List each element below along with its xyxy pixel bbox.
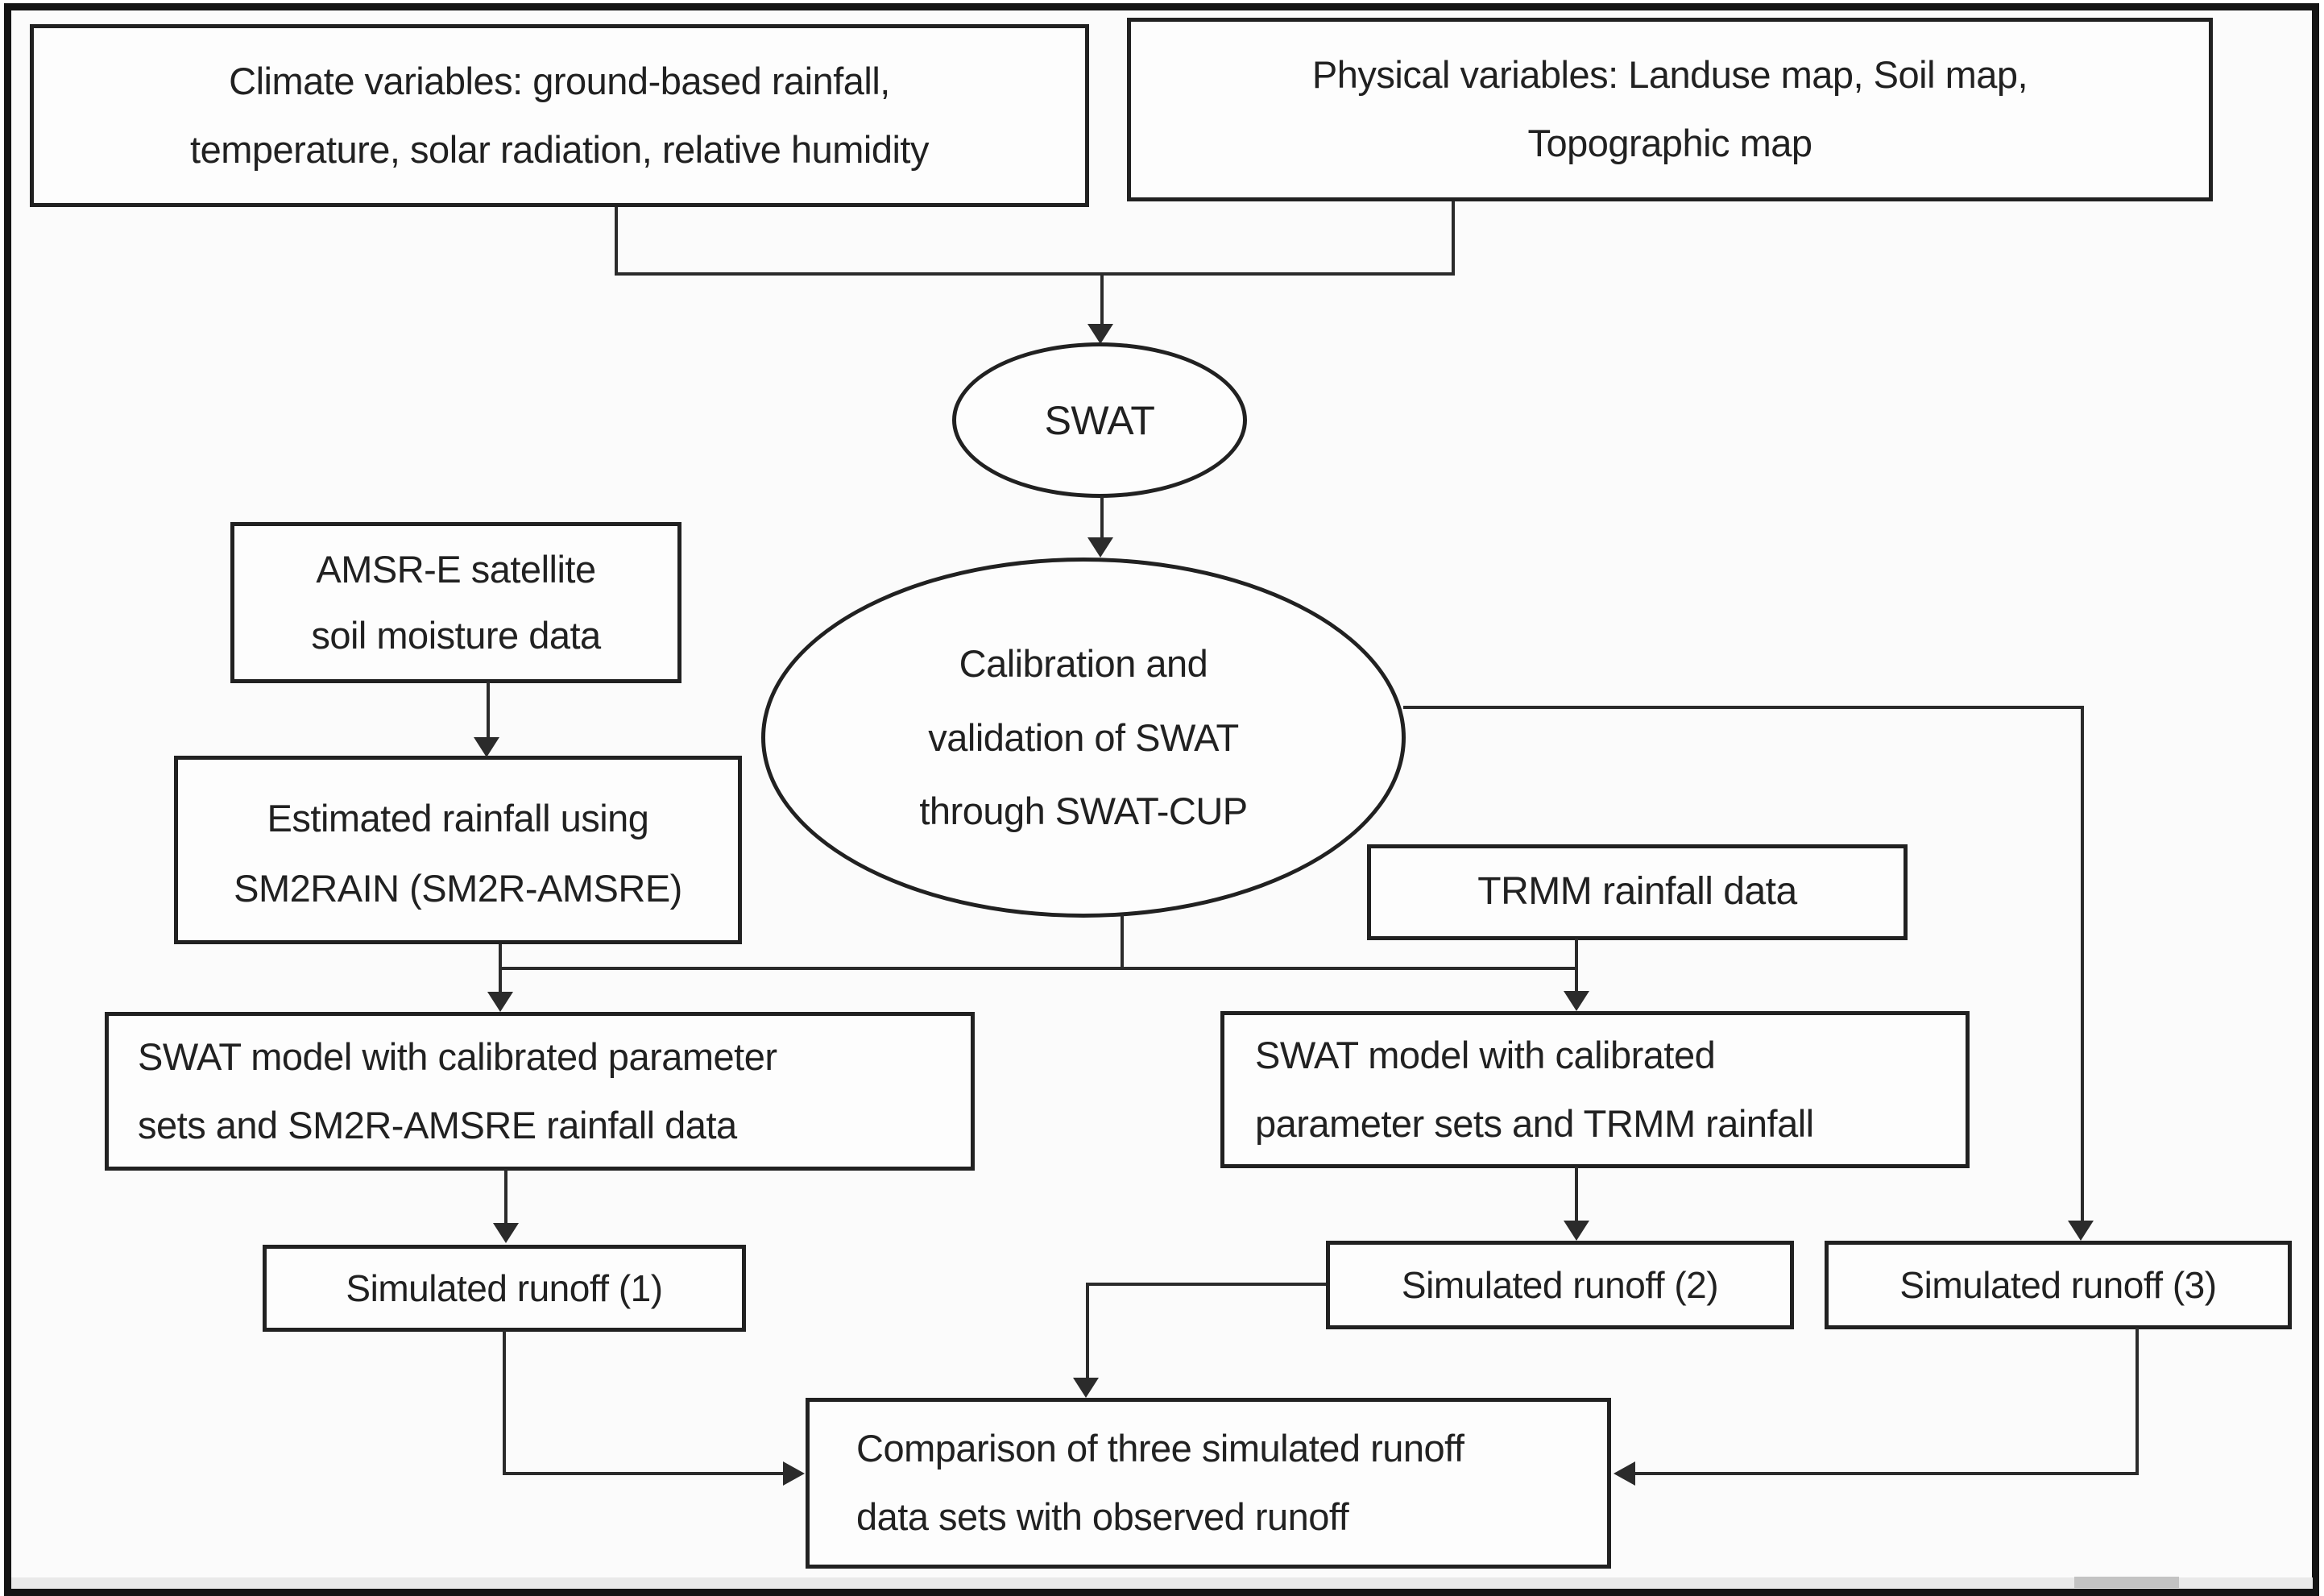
arrowhead-to-calibration (1087, 537, 1113, 558)
calibration-ellipse: Calibration and validation of SWAT throu… (761, 558, 1406, 918)
connector-feeder-line (499, 967, 1578, 970)
connector-calibration-right (1403, 706, 2084, 709)
arrowhead-to-estimated (474, 737, 499, 757)
connector-merge-to-swat (1100, 272, 1104, 326)
connector-climate-drop (615, 207, 618, 274)
connector-runoff1-across (503, 1472, 786, 1475)
climate-variables-box: Climate variables: ground-based rainfall… (30, 24, 1089, 207)
arrowhead-to-runoff2 (1564, 1221, 1589, 1241)
connector-runoff1-down (503, 1330, 506, 1475)
connector-runoff2-down (1086, 1283, 1089, 1381)
physical-variables-box: Physical variables: Landuse map, Soil ma… (1127, 18, 2213, 201)
swat-model-trmm-box: SWAT model with calibrated parameter set… (1220, 1011, 1970, 1168)
amsr-satellite-box: AMSR-E satellite soil moisture data (230, 522, 681, 683)
connector-to-runoff1 (504, 1169, 507, 1225)
estimated-rainfall-box: Estimated rainfall using SM2RAIN (SM2R-A… (174, 756, 742, 944)
arrowhead-runoff3-to-comparison (1614, 1461, 1635, 1486)
connector-calibration-drop (1121, 914, 1124, 970)
connector-inputs-merge (615, 272, 1455, 276)
connector-amsr-to-estimated (487, 682, 490, 740)
arrowhead-to-swat-model-right (1564, 991, 1589, 1011)
swat-ellipse: SWAT (952, 342, 1247, 498)
simulated-runoff-1-box: Simulated runoff (1) (263, 1245, 746, 1332)
comparison-box: Comparison of three simulated runoff dat… (806, 1398, 1611, 1569)
simulated-runoff-2-box: Simulated runoff (2) (1326, 1241, 1794, 1329)
arrowhead-to-swat (1087, 324, 1113, 344)
arrowhead-to-swat-model-left (487, 992, 513, 1012)
arrowhead-runoff1-to-comparison (783, 1461, 805, 1486)
arrowhead-to-runoff1 (493, 1223, 519, 1243)
horizontal-scrollbar-thumb[interactable] (2074, 1577, 2179, 1588)
connector-runoff2-across (1086, 1283, 1326, 1286)
simulated-runoff-3-box: Simulated runoff (3) (1825, 1241, 2292, 1329)
connector-runoff3-across (1635, 1472, 2139, 1475)
connector-swat-to-calibration (1100, 496, 1104, 539)
connector-physical-drop (1452, 201, 1455, 274)
arrowhead-runoff2-to-comparison (1073, 1378, 1099, 1398)
connector-estimated-to-swat-model (499, 944, 502, 994)
swat-model-sm2r-box: SWAT model with calibrated parameter set… (105, 1012, 975, 1171)
connector-runoff3-down (2136, 1328, 2139, 1475)
horizontal-scrollbar-track (11, 1577, 2313, 1589)
arrowhead-to-runoff3 (2068, 1221, 2094, 1241)
connector-to-runoff2 (1575, 1167, 1578, 1223)
connector-right-drop (2081, 706, 2084, 1223)
connector-trmm-to-swat-model (1575, 939, 1578, 994)
trmm-rainfall-box: TRMM rainfall data (1367, 844, 1908, 940)
